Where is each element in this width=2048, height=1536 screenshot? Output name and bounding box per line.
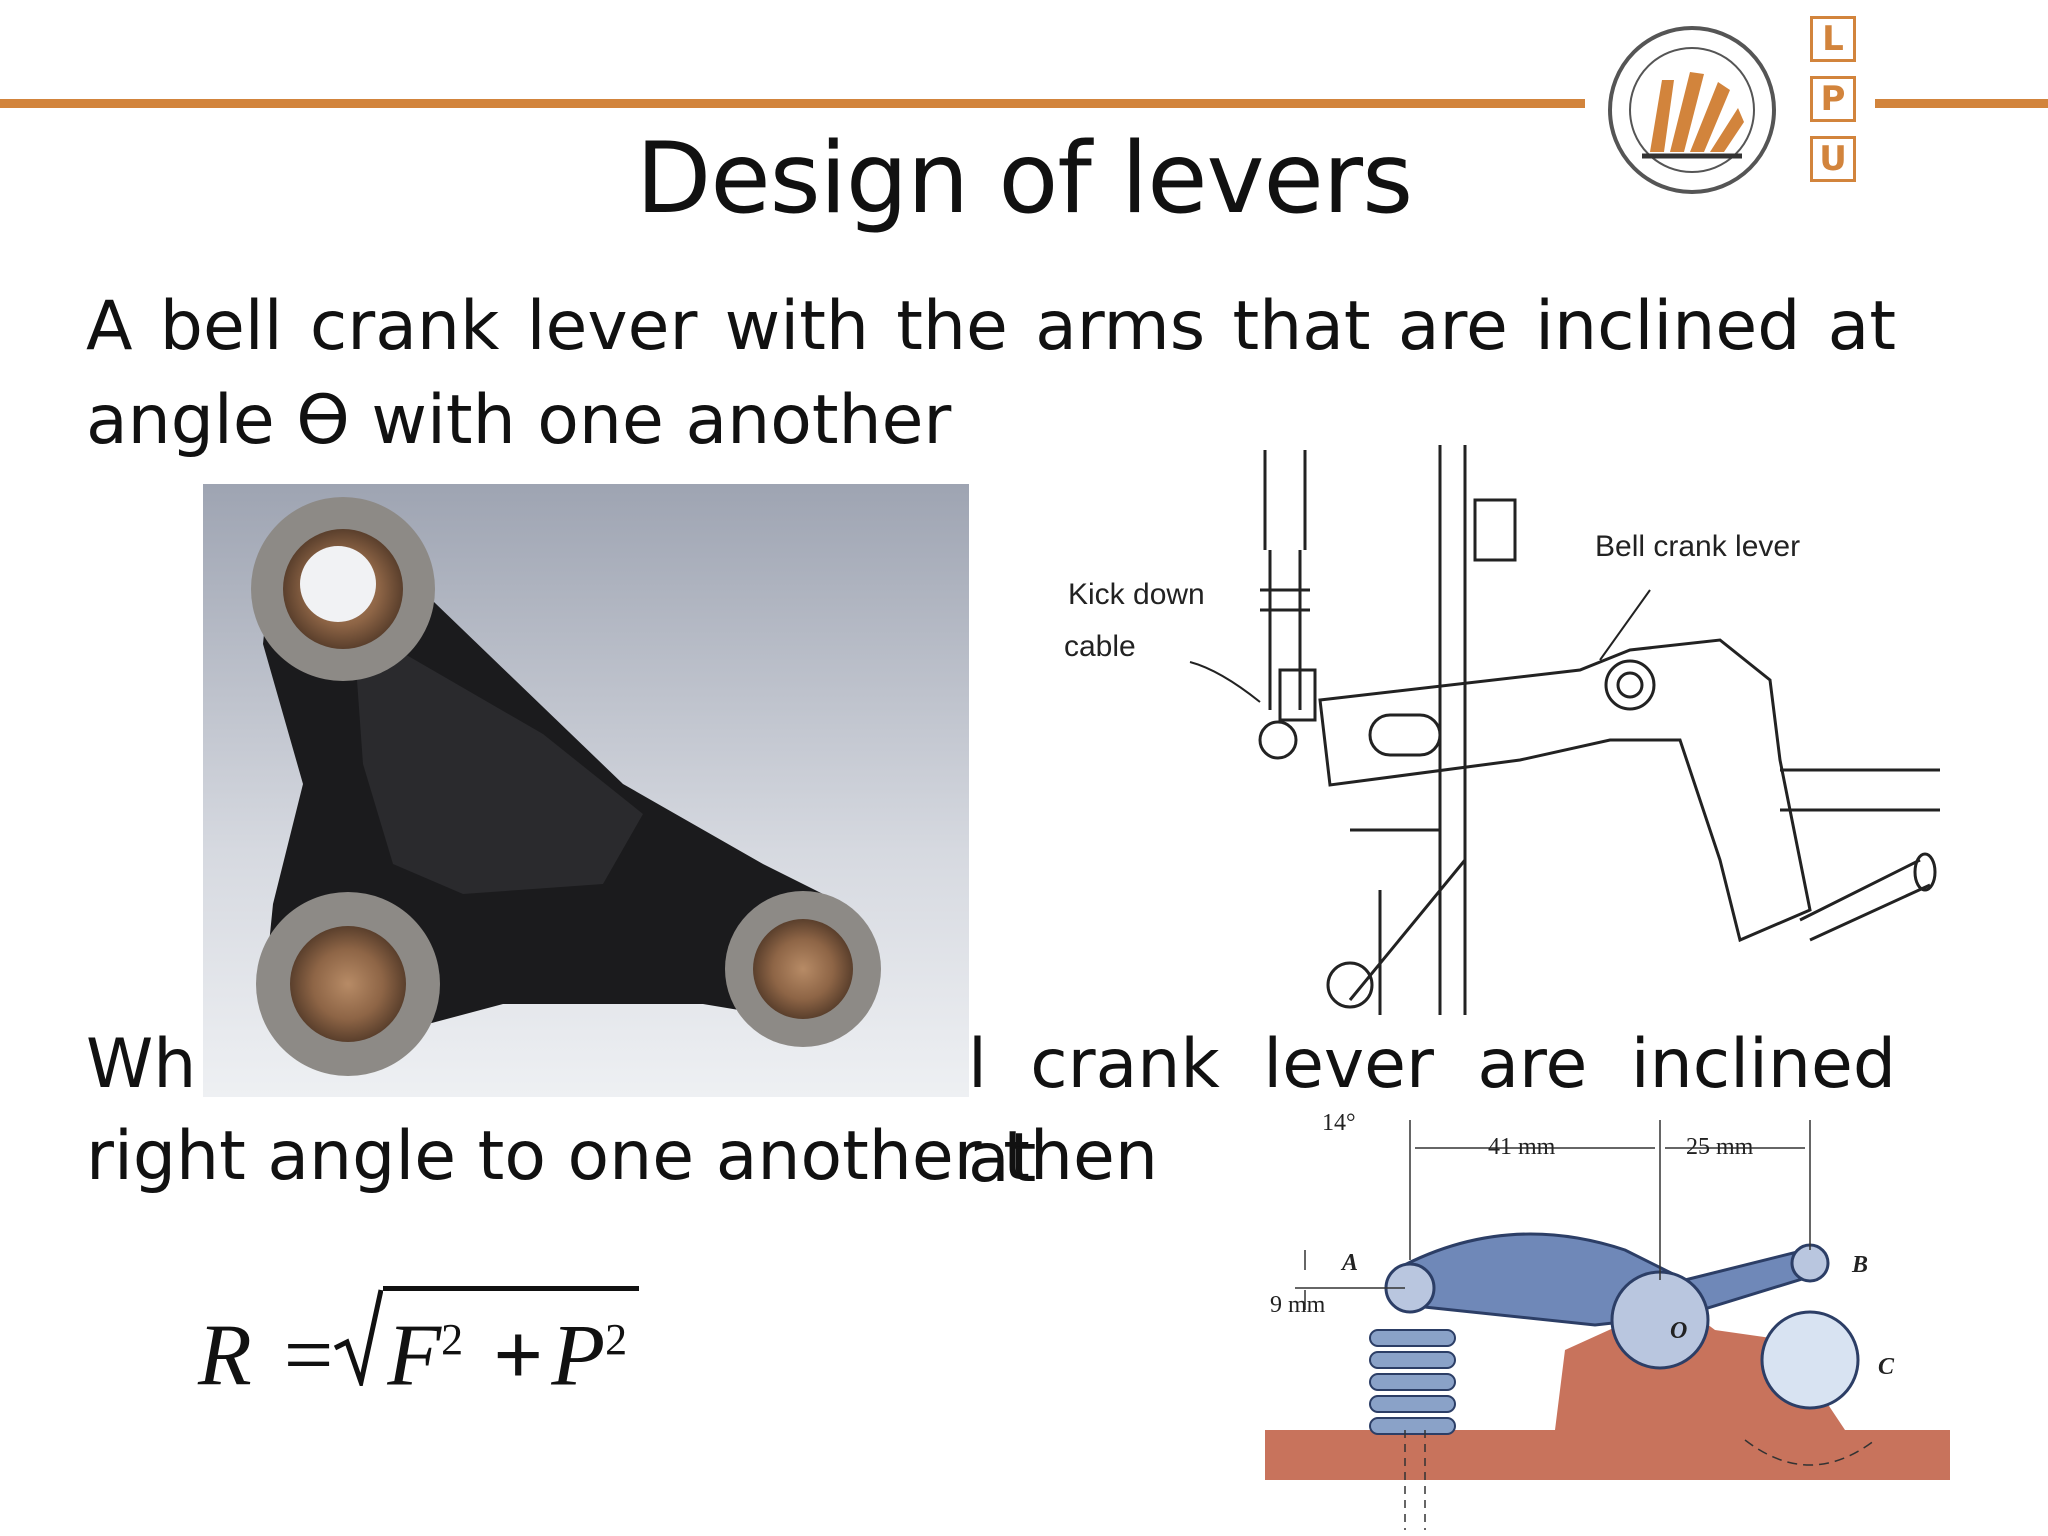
formula-plus: + <box>493 1307 544 1405</box>
university-seal-logo <box>1608 26 1776 194</box>
point-c: C <box>1878 1354 1895 1380</box>
logo-letter-p: P <box>1810 76 1856 122</box>
formula-term1-exp: 2 <box>441 1315 464 1364</box>
intro-text: A bell crank lever with the arms that ar… <box>86 287 1896 460</box>
dim-angle-14: 14° <box>1322 1110 1356 1136</box>
kickdown-lever-diagram <box>1020 440 1950 1015</box>
rocker-arm-diagram <box>1265 1100 1950 1536</box>
logo-letter-l: L <box>1810 16 1856 62</box>
formula-lhs: R <box>198 1307 252 1405</box>
formula-equals: = <box>283 1307 334 1405</box>
right-angle-paragraph-start: Wh <box>86 1025 197 1104</box>
slide-title: Design of levers <box>635 122 1413 236</box>
intro-paragraph: A bell crank lever with the arms that ar… <box>86 280 1896 468</box>
bell-crank-photo <box>203 484 969 1097</box>
right-angle-paragraph-line2: right angle to one another then <box>86 1117 1158 1196</box>
formula-term1: F <box>387 1307 442 1405</box>
label-kick-down-line1: Kick down <box>1068 578 1205 611</box>
header-rule-right <box>1875 99 2048 108</box>
formula-term2: P <box>551 1307 606 1405</box>
formula-term2-exp: 2 <box>605 1315 628 1364</box>
resultant-formula: R =F2 +P2 <box>198 1286 640 1406</box>
point-b: B <box>1852 1252 1869 1278</box>
dim-41mm: 41 mm <box>1488 1134 1556 1160</box>
dim-9mm: 9 mm <box>1270 1292 1326 1318</box>
label-kick-down-line2: cable <box>1064 630 1136 663</box>
right-angle-paragraph-end: l crank lever are inclined at <box>968 1025 1896 1198</box>
label-bell-crank-lever: Bell crank lever <box>1595 530 1801 563</box>
point-o: O <box>1670 1318 1688 1344</box>
sqrt-symbol-icon <box>334 1289 384 1392</box>
header-rule-left <box>0 99 1585 108</box>
point-a: A <box>1342 1250 1359 1276</box>
dim-25mm: 25 mm <box>1686 1134 1754 1160</box>
logo-letter-u: U <box>1810 136 1856 182</box>
